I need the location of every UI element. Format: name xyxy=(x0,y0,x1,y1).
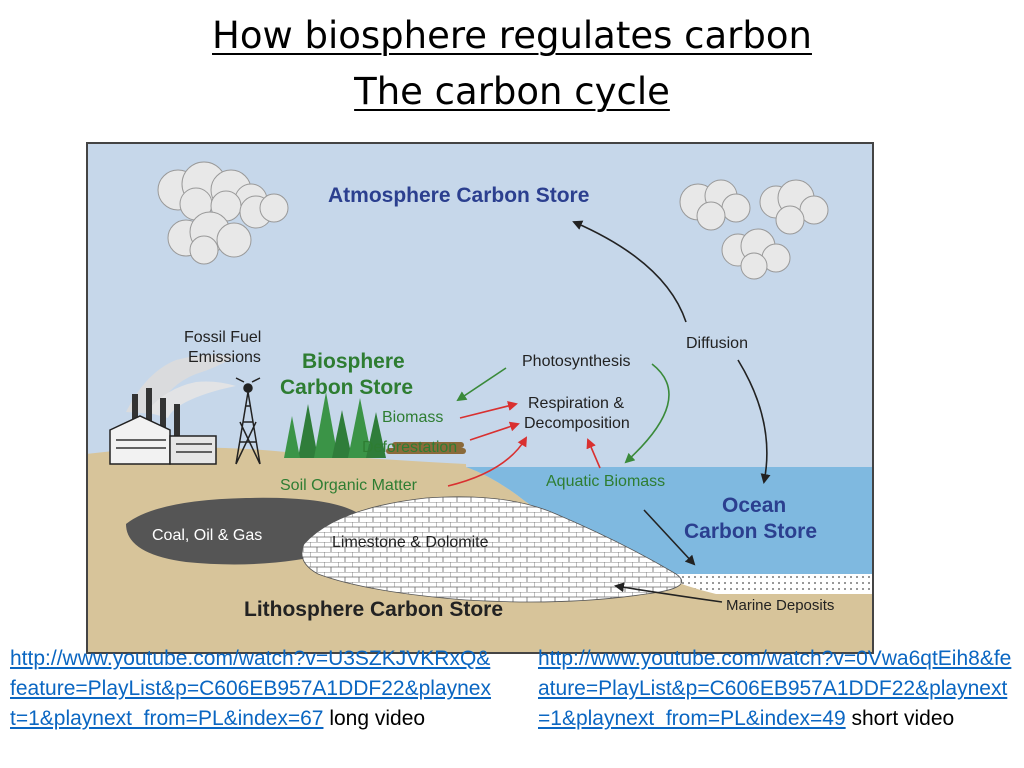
ocean-area xyxy=(466,467,874,574)
smoke-plume xyxy=(126,354,236,414)
cut-logs xyxy=(386,442,466,454)
respiration-arrow-biomass xyxy=(459,401,518,419)
biosphere-label: Biosphere xyxy=(302,350,405,373)
factory-icon xyxy=(109,388,217,465)
marine-deposits-arrow xyxy=(614,582,723,603)
cloud-icon xyxy=(157,161,289,265)
carbon-cycle-diagram: Atmosphere Carbon Store Fossil Fuel Emis… xyxy=(86,142,874,654)
ocean-label-2: Carbon Store xyxy=(684,520,817,543)
marine-deposits-layer xyxy=(656,574,874,594)
diffusion-arrow-up xyxy=(572,220,687,323)
diffusion-arrow-down xyxy=(737,359,771,484)
respiration-arrow-aquatic xyxy=(586,438,601,469)
limestone-label: Limestone & Dolomite xyxy=(332,534,489,551)
respiration-label: Respiration & xyxy=(528,395,624,412)
coal-oil-gas-label: Coal, Oil & Gas xyxy=(152,527,262,544)
ocean-label: Ocean xyxy=(722,494,786,517)
ocean-to-deposits-arrow xyxy=(643,509,696,566)
respiration-arrow-deforestation xyxy=(469,421,520,441)
limestone-dolomite-layer xyxy=(301,496,683,603)
photosynthesis-arrow-ocean xyxy=(624,363,670,464)
lithosphere-label: Lithosphere Carbon Store xyxy=(244,598,503,621)
youtube-link-short[interactable]: http://www.youtube.com/watch?v=0Vwa6qtEi… xyxy=(538,647,1012,730)
forest-icon xyxy=(284,392,386,458)
diffusion-label: Diffusion xyxy=(686,335,748,352)
cloud-icon xyxy=(679,179,829,280)
aquatic-biomass-label: Aquatic Biomass xyxy=(546,473,665,490)
marine-deposits-label: Marine Deposits xyxy=(726,597,834,614)
biomass-label: Biomass xyxy=(382,409,443,426)
link-block-short: http://www.youtube.com/watch?v=0Vwa6qtEi… xyxy=(538,644,1016,734)
biosphere-label-2: Carbon Store xyxy=(280,376,413,399)
soil-organic-label: Soil Organic Matter xyxy=(280,477,418,494)
oil-rig-icon xyxy=(235,377,261,465)
page-title: How biosphere regulates carbon xyxy=(212,14,812,57)
deforestation-label: Deforestation xyxy=(362,439,457,456)
youtube-link-long[interactable]: http://www.youtube.com/watch?v=U3SZKJVKR… xyxy=(10,647,491,730)
fossil-fuel-label: Fossil Fuel xyxy=(184,329,261,346)
respiration-label-2: Decomposition xyxy=(524,415,630,432)
fossil-fuel-label-2: Emissions xyxy=(188,349,261,366)
respiration-arrow-soil xyxy=(447,436,528,487)
link-note-short: short video xyxy=(851,707,955,730)
page-subtitle: The carbon cycle xyxy=(354,70,670,113)
link-note-long: long video xyxy=(329,707,426,730)
atmosphere-label: Atmosphere Carbon Store xyxy=(328,184,589,207)
photosynthesis-label: Photosynthesis xyxy=(522,353,631,370)
link-block-long: http://www.youtube.com/watch?v=U3SZKJVKR… xyxy=(10,644,494,734)
photosynthesis-arrow-land xyxy=(456,367,507,402)
